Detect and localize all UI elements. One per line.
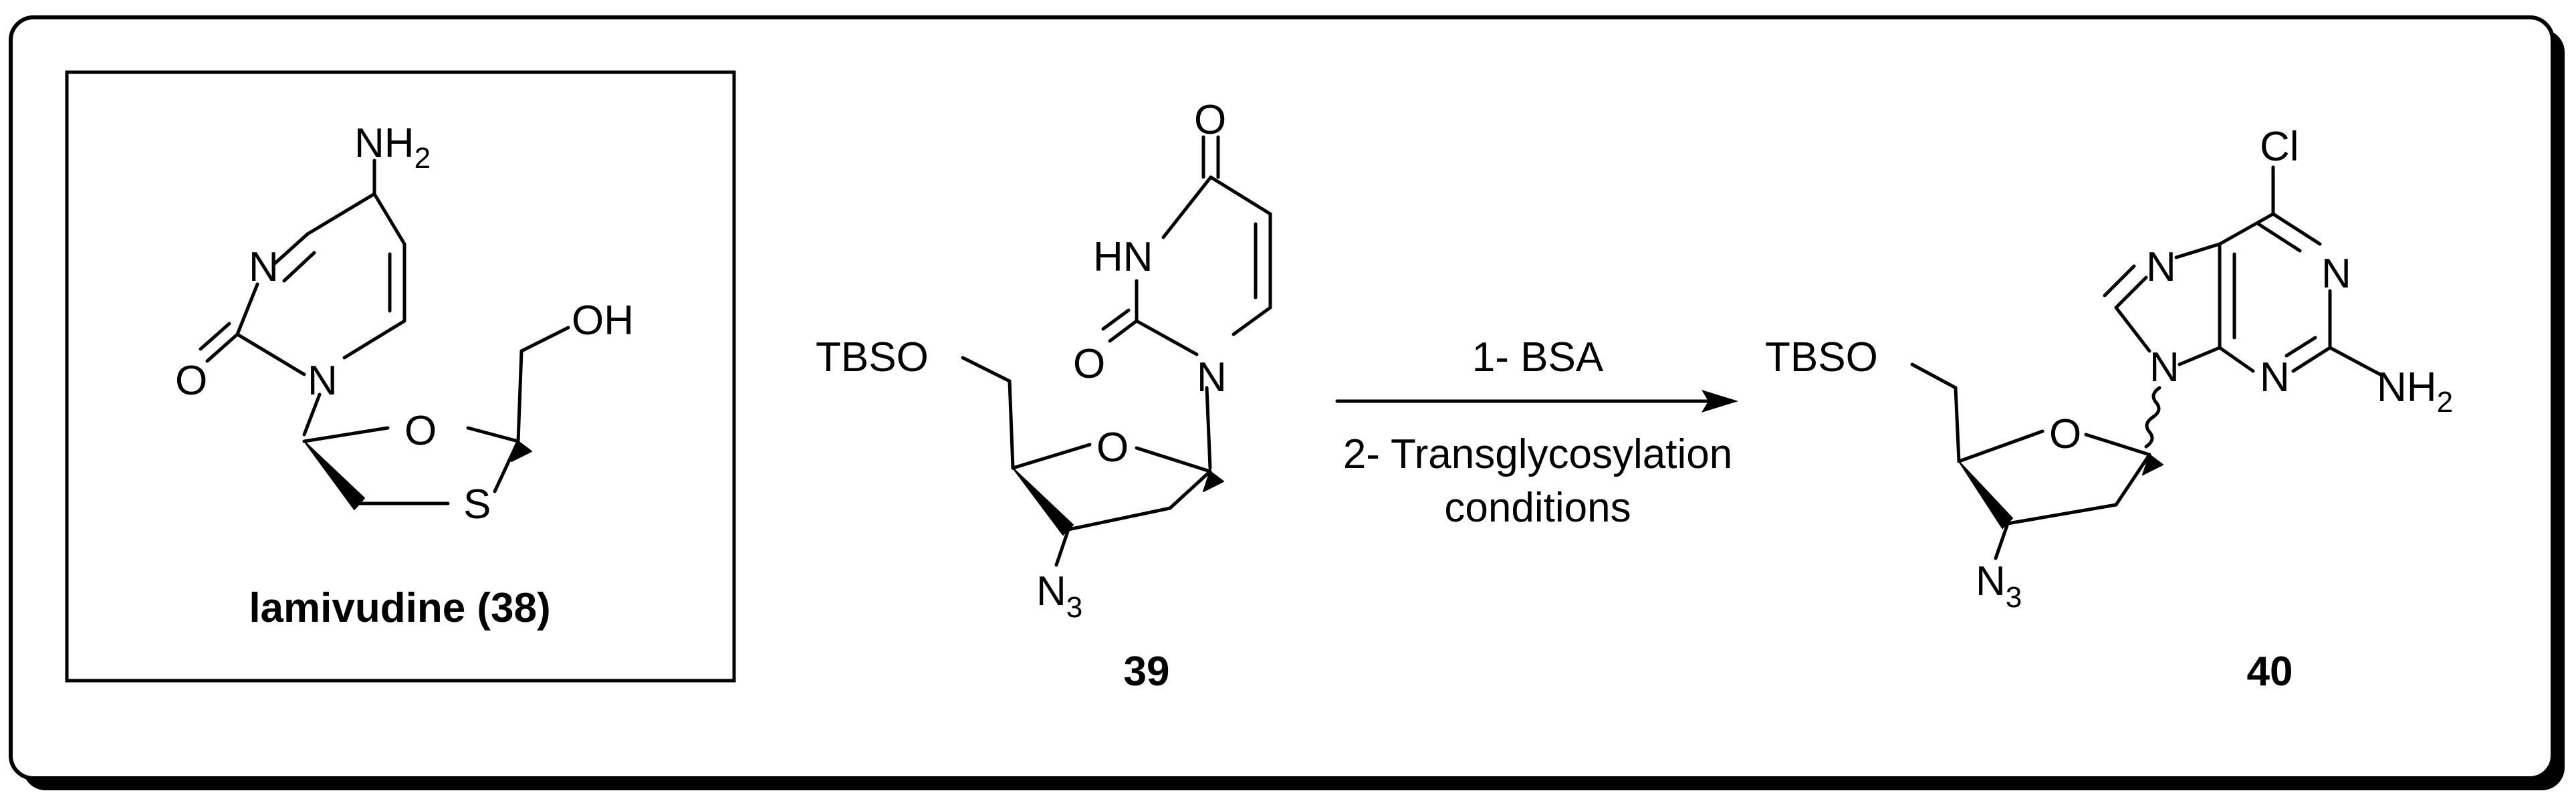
compound-39-number: 39 bbox=[1124, 649, 1170, 695]
compound-39-azide-label: N3 bbox=[1036, 568, 1082, 624]
lamivudine-n3-label: N bbox=[249, 244, 279, 290]
compound-39-hn-label: HN bbox=[1093, 234, 1153, 280]
compound-40-n7-label: N bbox=[2146, 244, 2176, 290]
compound-39-top-o-label: O bbox=[1194, 97, 1226, 143]
outer-frame bbox=[9, 15, 2565, 790]
lamivudine-oh-label: OH bbox=[572, 298, 634, 344]
lamivudine-nh2-label: NH2 bbox=[354, 120, 431, 175]
lamivudine-n1-label: N bbox=[308, 358, 338, 404]
compound-40-tbso-label: TBSO bbox=[1765, 334, 1878, 380]
reaction-step-2-line-1: 2- Transglycosylation bbox=[1343, 431, 1732, 477]
compound-40-n3-label: N bbox=[2260, 354, 2290, 400]
compound-40-cl-label: Cl bbox=[2260, 124, 2299, 170]
compound-40-n9-label: N bbox=[2149, 344, 2180, 390]
lamivudine-s-label: S bbox=[463, 481, 491, 528]
reaction-step-2-line-2: conditions bbox=[1444, 485, 1631, 531]
compound-40-number: 40 bbox=[2247, 649, 2293, 695]
compound-40-structure bbox=[1910, 165, 2382, 560]
compound-40-ring-o-label: O bbox=[2049, 411, 2081, 457]
lamivudine-structure bbox=[199, 158, 570, 510]
compound-40-azide-label: N3 bbox=[1976, 558, 2022, 614]
lamivudine-carbonyl-o-label: O bbox=[175, 358, 207, 404]
compound-39-left-o-label: O bbox=[1073, 341, 1105, 387]
reaction-step-1: 1- BSA bbox=[1472, 334, 1604, 380]
compound-39-ring-o-label: O bbox=[1096, 425, 1129, 471]
compound-39-structure bbox=[961, 135, 1272, 567]
reaction-arrow bbox=[1335, 390, 1738, 413]
lamivudine-box bbox=[65, 70, 736, 683]
compound-39-tbso-label: TBSO bbox=[816, 334, 929, 380]
compound-40-n1-label: N bbox=[2321, 251, 2351, 297]
lamivudine-ring-o-label: O bbox=[404, 408, 437, 454]
compound-39-n1-label: N bbox=[1197, 354, 1227, 400]
compound-40-nh2-label: NH2 bbox=[2377, 364, 2453, 419]
lamivudine-caption: lamivudine (38) bbox=[249, 585, 550, 631]
